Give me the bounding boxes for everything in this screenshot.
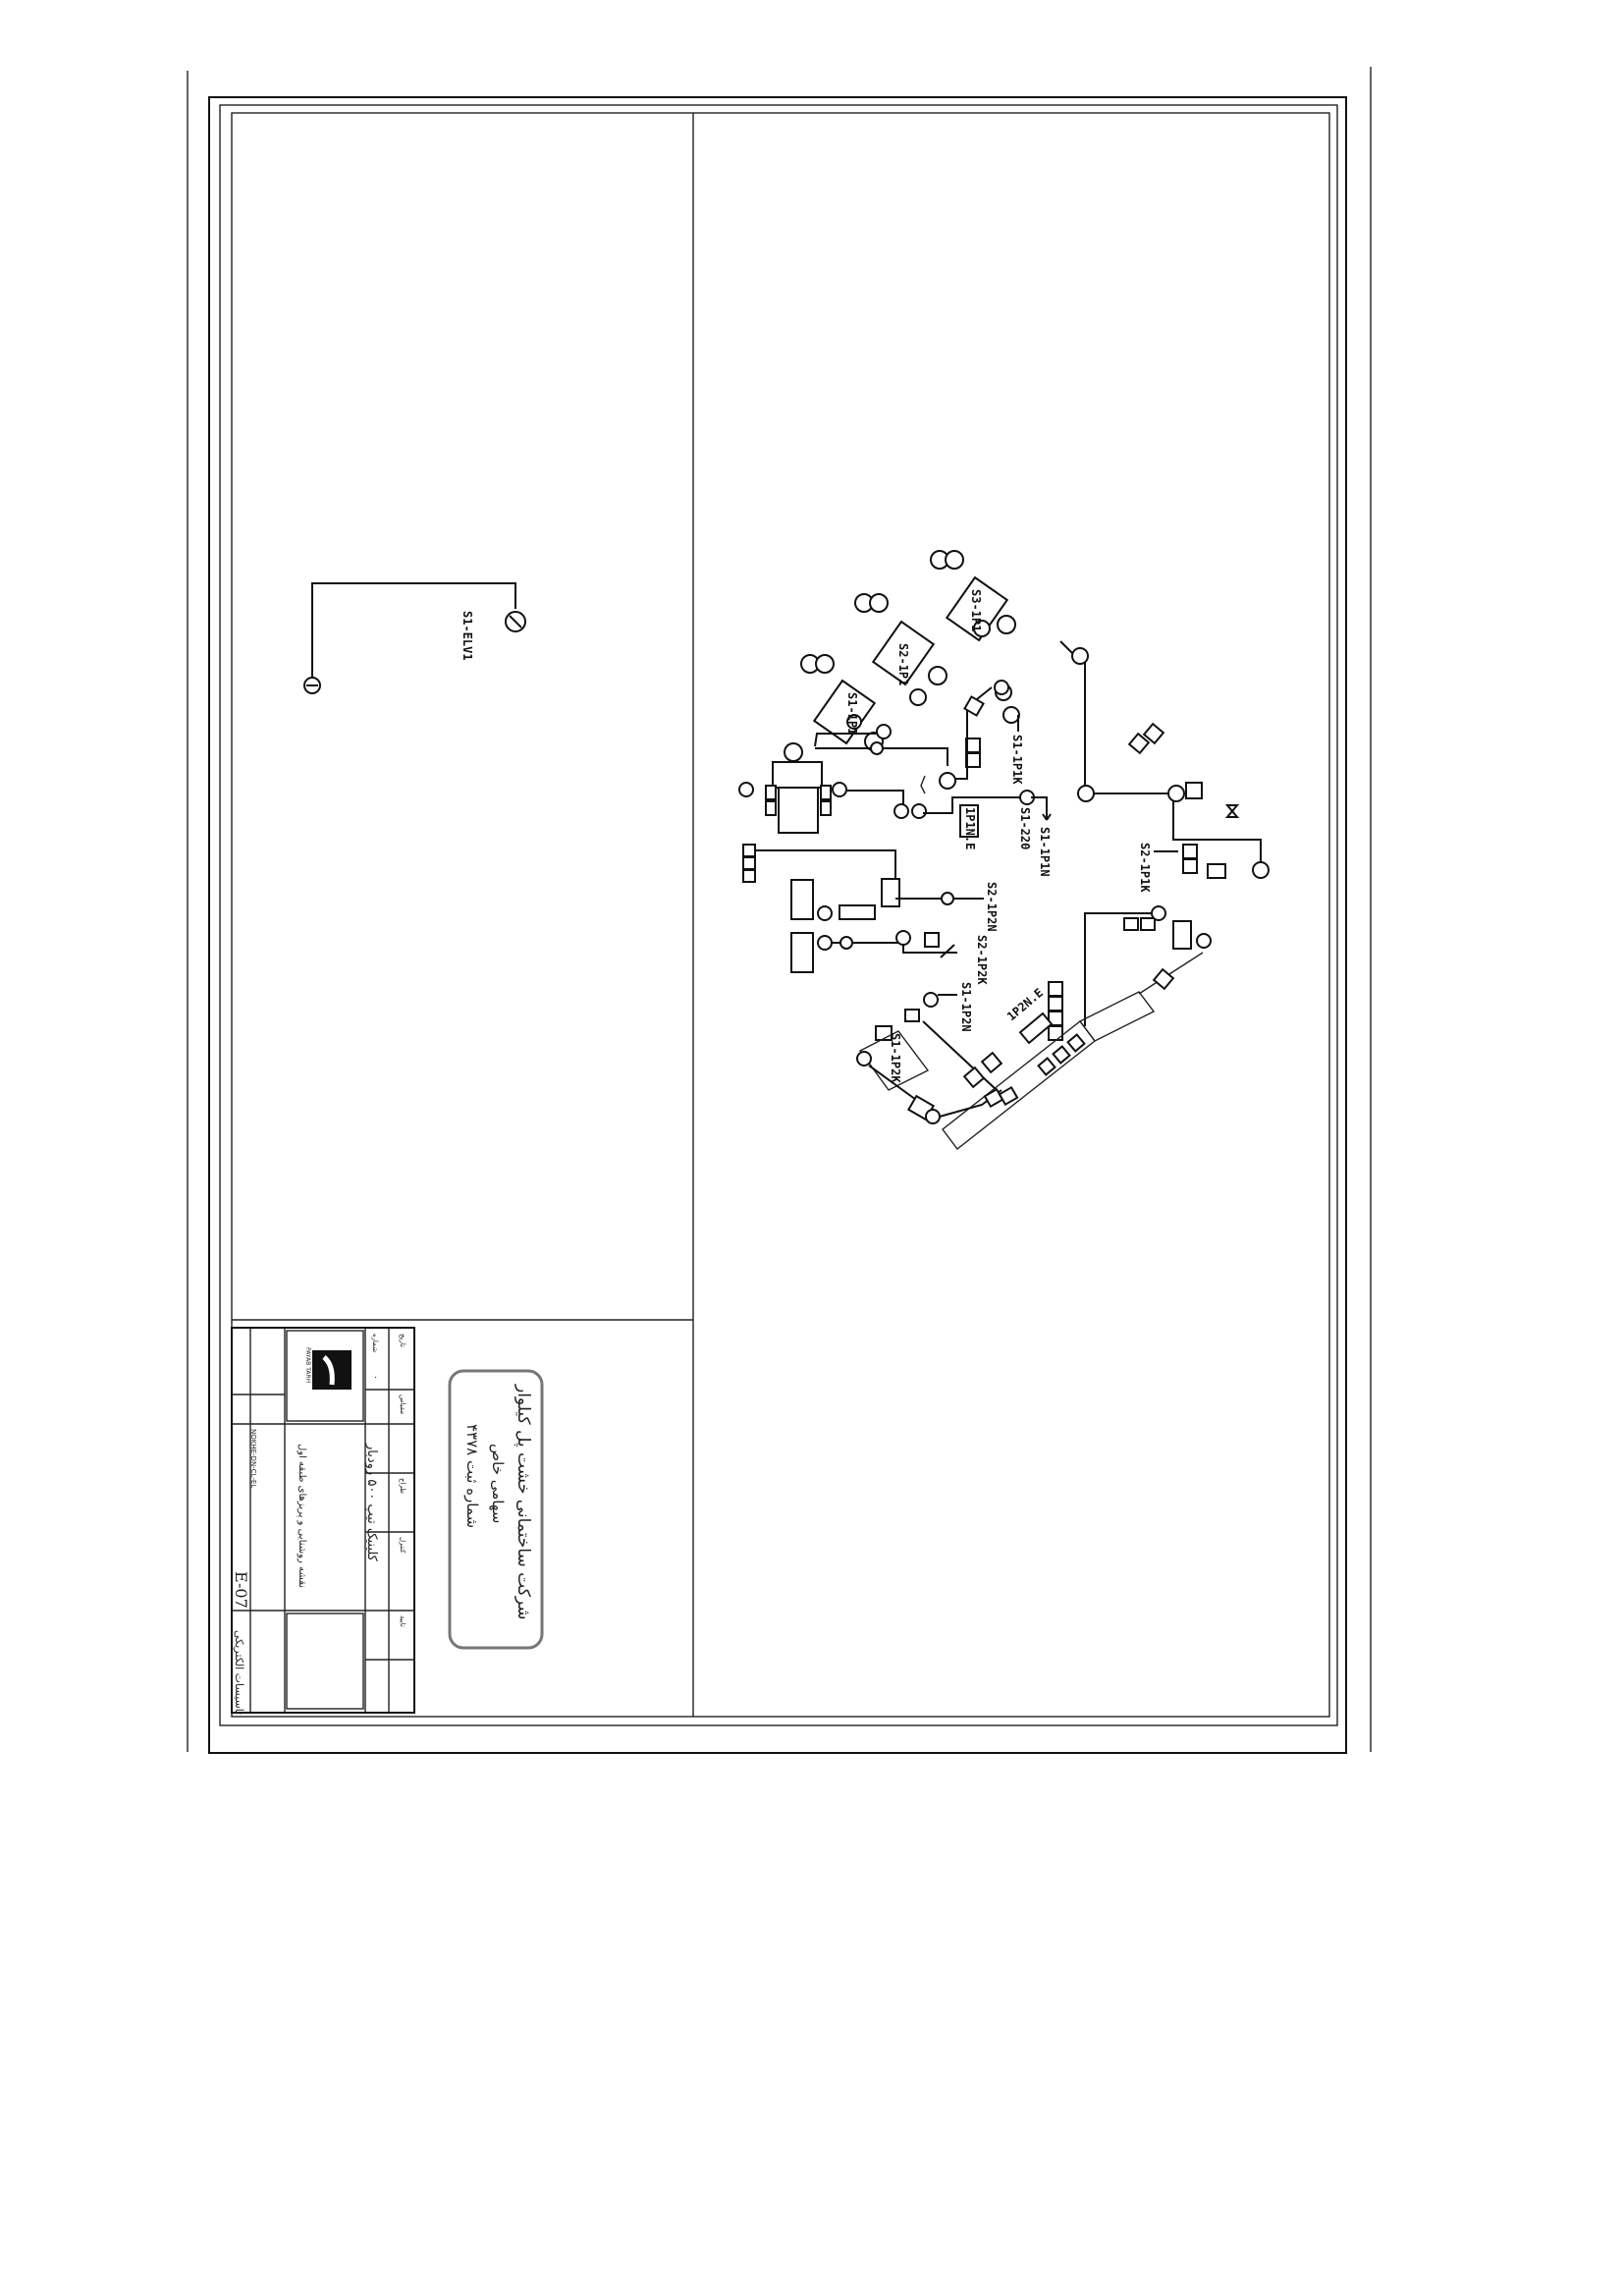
svg-text:شرکت ساختمانی خشت پل کیلوار: شرکت ساختمانی خشت پل کیلوار [514,1384,533,1620]
cell-checked: کنترل [399,1537,406,1554]
sheet-border [187,67,1372,1754]
label-s1-1p2k: S1-1P2K [889,1033,902,1083]
company-stamp: شرکت ساختمانی خشت پل کیلوار سهامی خاص شم… [448,1369,544,1650]
label-s2-1p1: S2-1P1 [896,643,910,685]
floor-plan: S1-1P1 S2-1P1 S3-1P1 1P1N.E S1-220 S1-1P… [738,550,1270,1150]
label-s1-220: S1-220 [1018,807,1032,849]
cell-date: تاریخ [399,1334,406,1347]
circuit-s2-1p1k: S2-1P1K [1059,640,1270,893]
drawing-code: NOKHE-DN-CL-EL [249,1429,257,1488]
svg-text:سهامی خاص: سهامی خاص [489,1444,507,1523]
circuit-s1-1p1k: S1-1P1K [920,680,1024,794]
label-s2-1p2n: S2-1P2N [985,882,999,932]
sheet-title: نقشه روشنایی و پریزهای طبقه اول [297,1444,307,1588]
label-s1-1p2n: S1-1P2N [959,982,973,1032]
cell-revision: ۰ [370,1375,380,1380]
circuit-s2-1p2n: S2-1P2N S2-1P2K [742,844,999,985]
sheet-number: E-07 [232,1571,250,1609]
elv-circuit: S1-ELV1 [303,582,526,694]
label-s1-1p1n: S1-1P1N [1038,827,1052,877]
cell-number: شماره [371,1334,379,1352]
cell-designer: طراح [399,1478,406,1494]
reception-area: 1P2N.E S1-1P2N S1-1P2K [856,905,1212,1150]
svg-text:شماره ثبت ۴۳۷۸: شماره ثبت ۴۳۷۸ [463,1424,481,1528]
cell-scale: مقیاس [399,1394,406,1414]
meeting-table: 1P1N.E S1-220 S1-1P1N [738,724,1052,877]
title-block: PAYAB TARH کلینیک تیپ ۵۰۰ رودبار نقشه رو… [231,1327,415,1715]
svg-text:PAYAB TARH: PAYAB TARH [304,1347,311,1383]
label-s1-1p1: S1-1P1 [845,692,859,735]
discipline: تاسیسات الکتریکی [233,1630,245,1715]
label-s1-1p1k: S1-1P1K [1010,735,1024,785]
project-title: کلینیک تیپ ۵۰۰ رودبار [364,1443,379,1562]
label-s2-1p1k: S2-1P1K [1138,843,1152,893]
label-s2-1p2k: S2-1P2K [975,935,989,985]
cell-approved: تایید [399,1615,406,1627]
label-panel-1p1n: 1P1N.E [963,807,977,849]
label-s1-elv1: S1-ELV1 [460,611,474,661]
company-logo: PAYAB TARH [304,1347,352,1390]
label-s3-1p1: S3-1P1 [969,589,983,631]
workstation-group: S1-1P1 S2-1P1 S3-1P1 [800,550,1016,751]
